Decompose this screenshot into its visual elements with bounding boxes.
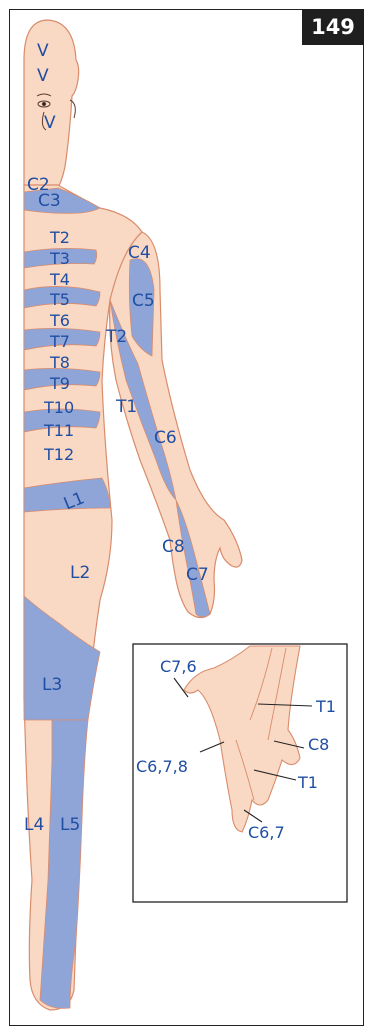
hand-inset: C7,6 T1 C8 C6,7,8 T1 C6,7 <box>133 644 347 902</box>
label-t4: T4 <box>49 270 70 289</box>
label-v3: V <box>44 113 56 133</box>
inset-label-c678: C6,7,8 <box>136 757 188 776</box>
label-t2-arm: T2 <box>105 327 127 347</box>
label-t7: T7 <box>49 332 70 351</box>
label-t8: T8 <box>49 353 70 372</box>
label-t11: T11 <box>43 421 74 440</box>
inset-label-c8: C8 <box>308 735 329 754</box>
label-l3: L3 <box>42 675 62 695</box>
label-l4: L4 <box>24 815 44 835</box>
label-t10: T10 <box>43 398 74 417</box>
label-t12: T12 <box>43 445 74 464</box>
label-t9: T9 <box>49 374 70 393</box>
label-t2: T2 <box>49 228 70 247</box>
label-c4: C4 <box>128 243 151 263</box>
label-c3: C3 <box>38 191 61 211</box>
label-t6: T6 <box>49 311 70 330</box>
label-c7: C7 <box>186 565 209 585</box>
inset-label-t1-bottom: T1 <box>297 773 318 792</box>
label-t1: T1 <box>115 397 137 417</box>
label-c5: C5 <box>132 291 155 311</box>
label-c6: C6 <box>154 428 177 448</box>
label-l5: L5 <box>60 815 80 835</box>
label-c8: C8 <box>162 537 185 557</box>
inset-label-c67: C6,7 <box>248 823 285 842</box>
label-v1: V <box>37 41 49 61</box>
inset-label-t1-top: T1 <box>315 697 336 716</box>
head <box>24 20 79 190</box>
label-t3: T3 <box>49 249 70 268</box>
inset-label-c76: C7,6 <box>160 657 197 676</box>
label-l2: L2 <box>70 563 90 583</box>
label-v2: V <box>37 66 49 86</box>
label-t5: T5 <box>49 290 70 309</box>
